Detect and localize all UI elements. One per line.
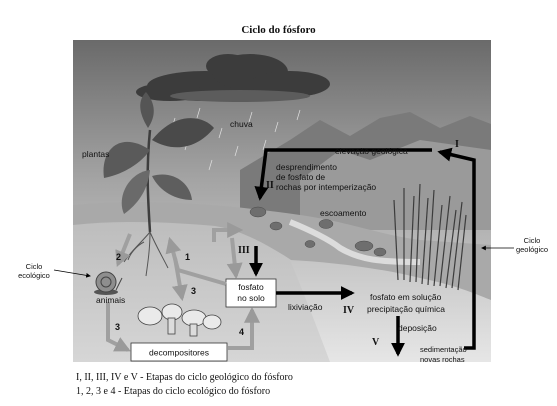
- decompositores-box: [130, 342, 228, 362]
- step-II: II: [266, 180, 274, 191]
- label-desprendimento-2: de fosfato de: [276, 172, 325, 182]
- step-III: III: [238, 245, 250, 256]
- rocks: [249, 206, 387, 257]
- arrow-II: [254, 148, 432, 201]
- ciclo-geologico-line2: geológico: [515, 245, 549, 254]
- label-ciclo-ecologico: Ciclo ecológico: [12, 262, 56, 280]
- water: [290, 260, 491, 362]
- step-2: 2: [116, 252, 121, 262]
- caption-line-2: 1, 2, 3 e 4 - Etapas do ciclo ecológico …: [76, 386, 271, 397]
- label-animais: animais: [96, 295, 125, 305]
- arrow-3b: [106, 302, 131, 352]
- label-desprendimento-1: desprendimento: [276, 162, 337, 172]
- step-V: V: [372, 337, 380, 348]
- label-ciclo-geologico: Ciclo geológico: [510, 236, 554, 254]
- step-4: 4: [239, 327, 244, 337]
- mushrooms: [137, 303, 222, 337]
- label-no-solo: no solo: [237, 293, 265, 303]
- ciclo-ecologico-line2: ecológico: [18, 271, 50, 280]
- label-precipitacao: precipitação química: [367, 304, 445, 314]
- label-fosfato-solucao: fosfato em solução: [370, 292, 442, 302]
- arrow-4: [228, 306, 260, 350]
- label-novas-rochas: novas rochas: [420, 355, 465, 364]
- reeds: [393, 183, 467, 291]
- diagram-title: Ciclo do fósforo: [241, 24, 316, 36]
- side-arrow-ecologico: [53, 269, 91, 278]
- stream: [288, 219, 421, 265]
- label-lixiviacao: lixiviação: [288, 302, 323, 312]
- plant: [103, 92, 214, 277]
- label-sedimentacao: sedimentação: [420, 345, 467, 354]
- arrow-2: [115, 233, 132, 267]
- ciclo-geologico-line1: Ciclo: [523, 236, 541, 245]
- label-escoamento: escoamento: [320, 208, 367, 218]
- label-fosfato-solo: fosfato: [238, 282, 264, 292]
- arrow-I: [437, 147, 476, 350]
- label-desprendimento-3: rochas por intemperização: [276, 182, 376, 192]
- arrow-3a: [171, 257, 188, 302]
- step-1: 1: [185, 252, 190, 262]
- arrow-soil-back: [212, 222, 244, 242]
- label-decompositores: decompositores: [149, 348, 209, 358]
- arrow-to-soil: [226, 237, 243, 280]
- label-deposicao: deposição: [398, 323, 437, 333]
- ecological-arrows: [106, 222, 260, 352]
- step-I: I: [455, 139, 459, 150]
- caption-line-1: I, II, III, IV e V - Etapas do ciclo geo…: [76, 372, 293, 383]
- step-3a: 3: [191, 286, 196, 296]
- label-chuva: chuva: [230, 119, 253, 129]
- step-IV: IV: [343, 305, 355, 316]
- snail: [94, 271, 123, 295]
- label-elevacao: elevação geológica: [335, 146, 408, 156]
- geological-arrows: [249, 147, 476, 357]
- step-3b: 3: [115, 322, 120, 332]
- ciclo-ecologico-line1: Ciclo: [25, 262, 43, 271]
- soil: [73, 222, 330, 362]
- label-plantas: plantas: [82, 149, 109, 159]
